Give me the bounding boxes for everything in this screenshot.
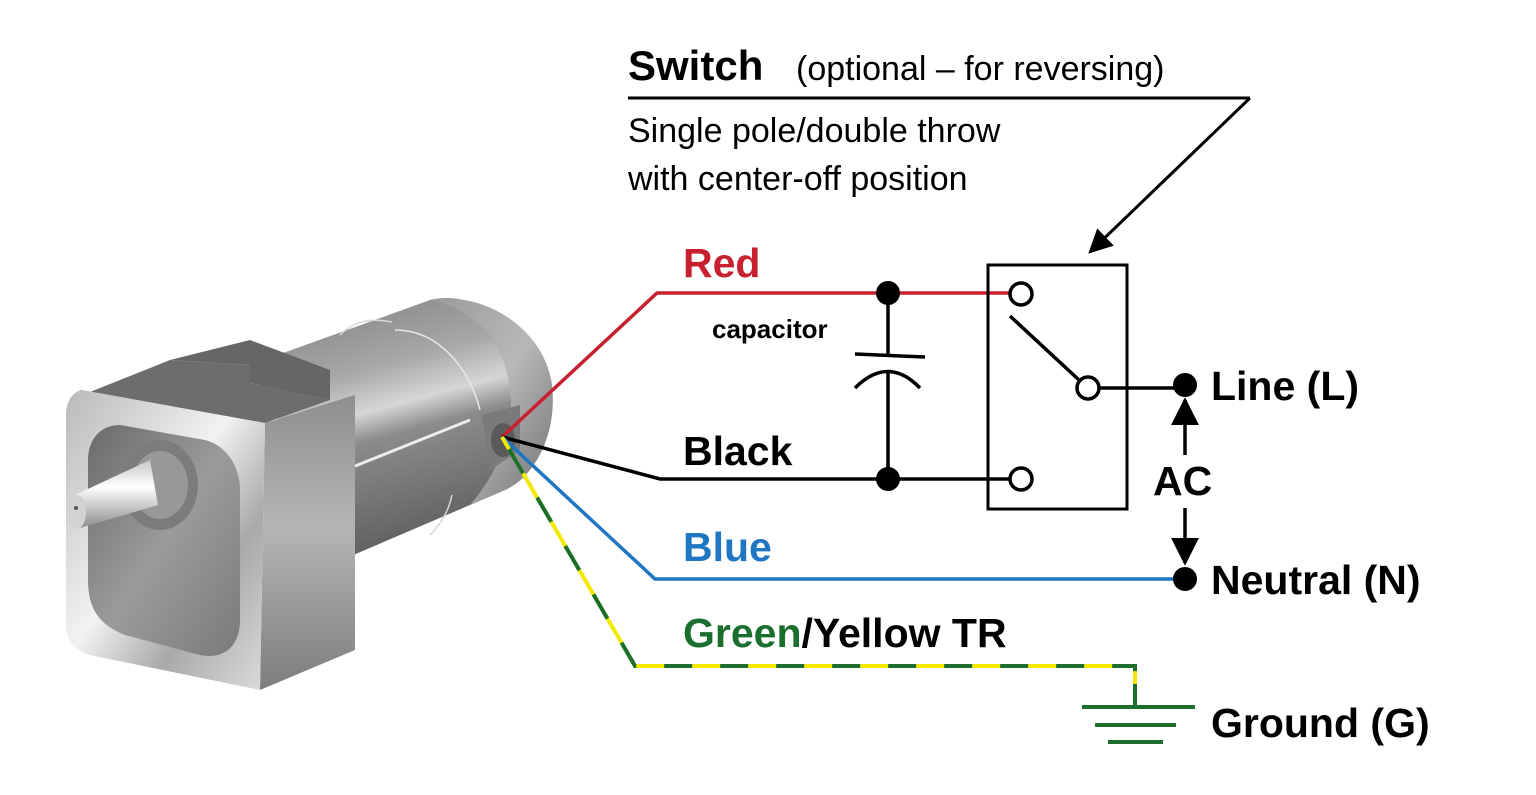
switch-description-line2: with center-off position: [627, 160, 968, 198]
neutral-terminal-dot: [1173, 567, 1197, 591]
gear-motor-illustration: [66, 298, 553, 690]
switch-qualifier: (optional – for reversing): [796, 50, 1165, 88]
switch-terminal-bottom: [1008, 466, 1034, 492]
line-label: Line (L): [1211, 363, 1359, 409]
ac-label: AC: [1153, 458, 1212, 504]
switch-title: Switch: [628, 42, 763, 89]
callout-arrow: [1088, 96, 1252, 254]
line-terminal-dot: [1173, 373, 1197, 397]
ground-wire-green: [500, 435, 1137, 707]
switch-callout: Switch (optional – for reversing) Single…: [627, 42, 1252, 254]
black-wire-label: Black: [683, 428, 793, 474]
red-wire-label: Red: [683, 240, 760, 286]
blue-wire-label: Blue: [683, 524, 772, 570]
gearbox-side: [260, 395, 355, 690]
neutral-label: Neutral (N): [1211, 557, 1421, 603]
blue-wire: [500, 435, 1185, 581]
switch-description-line1: Single pole/double throw: [628, 112, 1001, 150]
power-terminals: [1171, 373, 1199, 591]
spdt-switch-symbol: [986, 263, 1185, 511]
capacitor-label: capacitor: [712, 314, 828, 344]
switch-terminal-top: [1008, 281, 1034, 307]
switch-terminal-common: [1075, 375, 1101, 401]
gearbox-top: [75, 360, 330, 423]
ground-wire-label-green: Green: [683, 610, 802, 656]
ground-wire-label-rest: Yellow TR: [813, 610, 1007, 656]
switch-blade: [1008, 314, 1081, 382]
ground-wire-label: Green/Yellow TR: [683, 610, 1007, 656]
junction-dot-bottom: [876, 467, 900, 491]
ground-symbol: [1082, 684, 1195, 744]
output-shaft: [75, 460, 158, 528]
junction-dot-top: [876, 281, 900, 305]
capacitor-symbol: [853, 281, 926, 491]
ground-label: Ground (G): [1211, 700, 1430, 746]
ground-wire-label-sep: /: [802, 610, 813, 656]
